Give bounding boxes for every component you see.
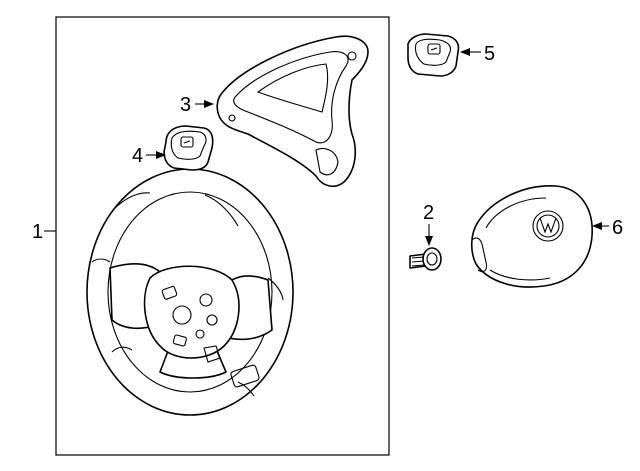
bolt-icon[interactable]	[409, 247, 442, 271]
callout-4-arrow	[156, 151, 166, 159]
airbag-module-icon[interactable]	[470, 185, 593, 288]
wheel-trim-cover-icon[interactable]	[216, 35, 369, 188]
callout-2-arrow	[425, 236, 433, 246]
callout-1-label: 1	[32, 221, 43, 243]
callout-5-arrow	[460, 48, 470, 56]
callout-5-label: 5	[484, 43, 495, 65]
callout-3-arrow	[204, 100, 214, 108]
steering-wheel-icon[interactable]	[86, 168, 294, 416]
left-switch-icon[interactable]	[163, 125, 214, 171]
callout-6-arrow	[592, 222, 602, 230]
callout-4-label: 4	[132, 145, 143, 167]
assembly-frame	[55, 16, 390, 456]
callout-2-label: 2	[423, 202, 434, 224]
callout-3-label: 3	[180, 94, 191, 116]
callout-6-label: 6	[612, 217, 623, 239]
right-switch-icon[interactable]	[407, 33, 460, 77]
